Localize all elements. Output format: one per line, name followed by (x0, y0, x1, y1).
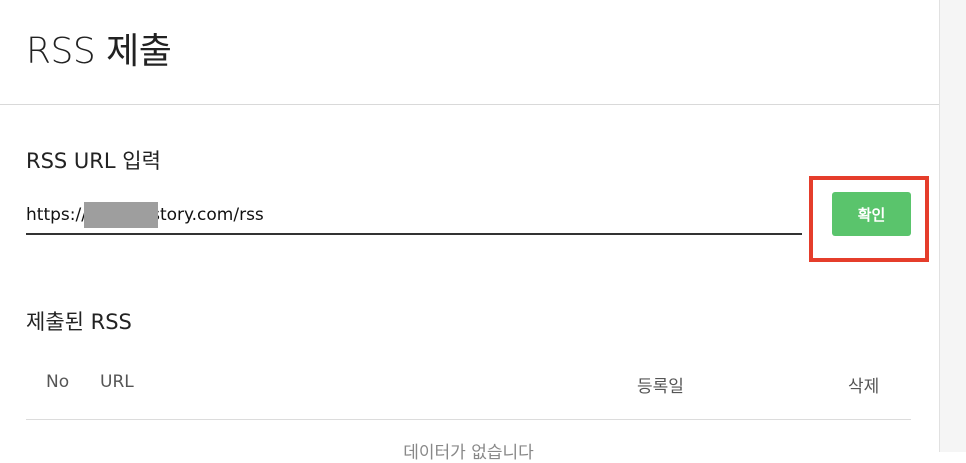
scrollbar[interactable] (939, 0, 966, 452)
page-title: RSS 제출 (26, 31, 172, 72)
redaction-block (84, 202, 158, 228)
table-header: No URL 등록일 삭제 (26, 372, 911, 398)
submitted-rss-title: 제출된 RSS (26, 310, 132, 334)
empty-message: 데이터가 없습니다 (403, 443, 534, 463)
rss-url-label: RSS URL 입력 (26, 149, 161, 173)
header-divider (0, 104, 940, 105)
highlight-frame (809, 176, 929, 262)
main-content: RSS 제출 RSS URL 입력 확인 제출된 RSS No URL 등록일 … (0, 31, 940, 463)
column-delete: 삭제 (848, 377, 880, 397)
confirm-button[interactable]: 확인 (832, 192, 911, 236)
column-no: No (46, 372, 70, 392)
column-url: URL (100, 372, 134, 392)
column-date: 등록일 (637, 377, 684, 397)
table-divider (26, 419, 911, 420)
